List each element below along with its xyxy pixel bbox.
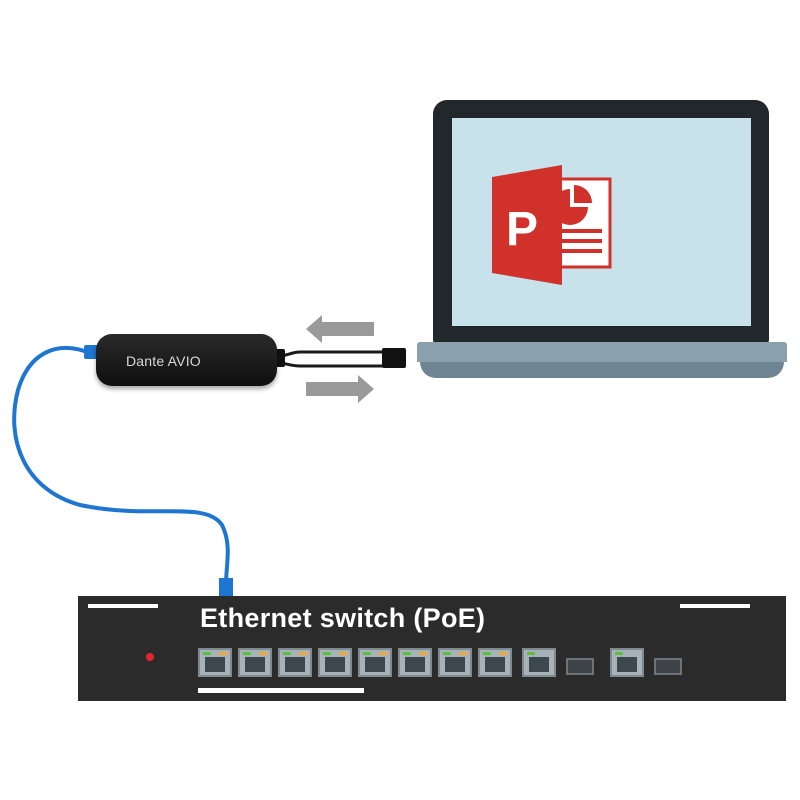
svg-text:P: P bbox=[506, 203, 538, 256]
adapter-label: Dante AVIO bbox=[126, 353, 201, 369]
switch-notch-right bbox=[680, 604, 750, 608]
arrow-left-icon bbox=[306, 315, 374, 343]
sfp-port bbox=[654, 658, 682, 675]
ethernet-port bbox=[478, 648, 512, 677]
laptop-base-bottom bbox=[420, 362, 784, 378]
ethernet-port bbox=[278, 648, 312, 677]
dante-avio-adapter bbox=[96, 334, 277, 386]
ethernet-port bbox=[238, 648, 272, 677]
ethernet-port bbox=[398, 648, 432, 677]
switch-stripe bbox=[198, 688, 364, 693]
ethernet-port bbox=[358, 648, 392, 677]
sfp-port bbox=[566, 658, 594, 675]
ethernet-port bbox=[438, 648, 472, 677]
ethernet-port bbox=[610, 648, 644, 677]
laptop-base bbox=[417, 342, 787, 362]
arrow-right-icon bbox=[306, 375, 374, 403]
powerpoint-icon: P bbox=[492, 165, 612, 285]
power-led bbox=[146, 653, 154, 661]
switch-title: Ethernet switch (PoE) bbox=[200, 603, 486, 633]
ethernet-port bbox=[522, 648, 556, 677]
ethernet-port bbox=[198, 648, 232, 677]
switch-notch-left bbox=[88, 604, 158, 608]
ethernet-port bbox=[318, 648, 352, 677]
ethernet-switch bbox=[78, 596, 786, 701]
